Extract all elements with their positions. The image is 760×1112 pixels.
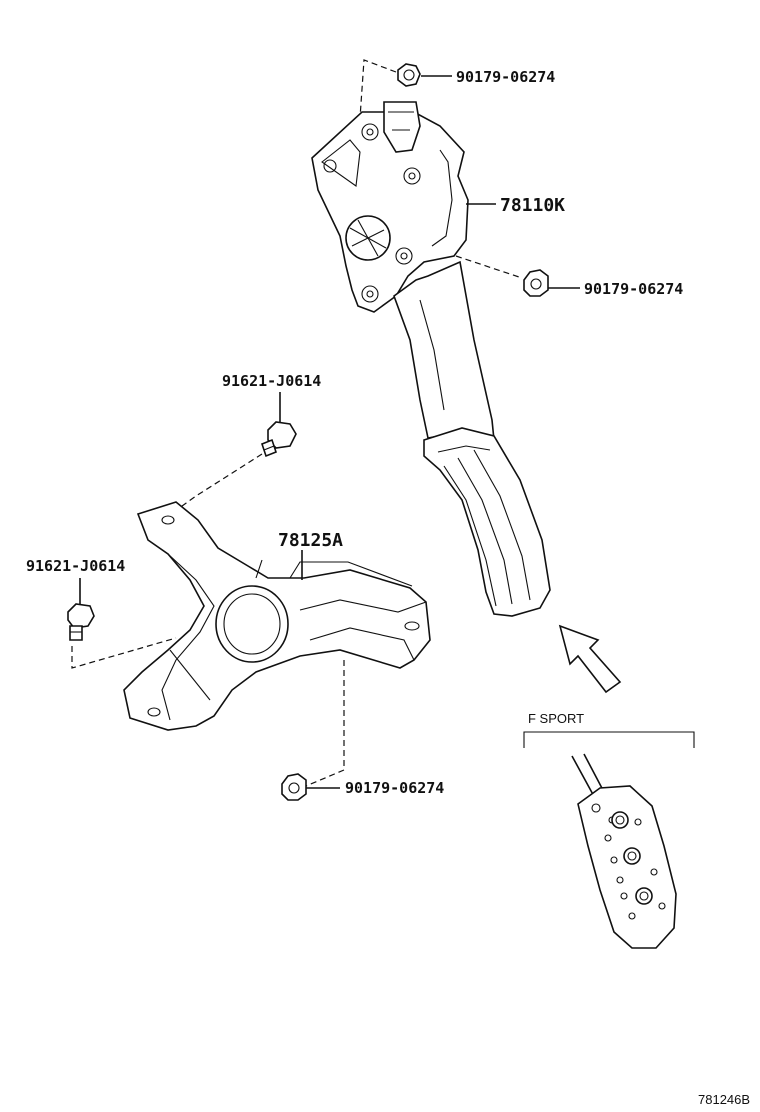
nut-icon[interactable] [397, 63, 421, 87]
bolt-icon[interactable] [261, 421, 297, 458]
accelerator-pedal-icon[interactable] [311, 101, 551, 617]
part-label-nut-top: 90179-06274 [456, 68, 555, 86]
part-label-bracket: 78125A [278, 530, 343, 551]
part-label-pedal-assy: 78110K [500, 195, 565, 216]
variant-label: F SPORT [528, 711, 584, 726]
nut-icon[interactable] [523, 269, 549, 297]
part-label-bolt-upper: 91621-J0614 [222, 372, 321, 390]
part-label-nut-bottom: 90179-06274 [345, 779, 444, 797]
direction-arrow-icon [558, 624, 622, 694]
part-label-bolt-left: 91621-J0614 [26, 557, 125, 575]
variant-bracket [523, 731, 695, 748]
diagram-code: 781246B [698, 1092, 750, 1107]
sport-pedal-pad-icon[interactable] [571, 753, 677, 949]
bolt-icon[interactable] [67, 603, 95, 641]
nut-icon[interactable] [281, 773, 307, 801]
part-label-nut-mid: 90179-06274 [584, 280, 683, 298]
bracket-icon[interactable] [123, 501, 431, 731]
